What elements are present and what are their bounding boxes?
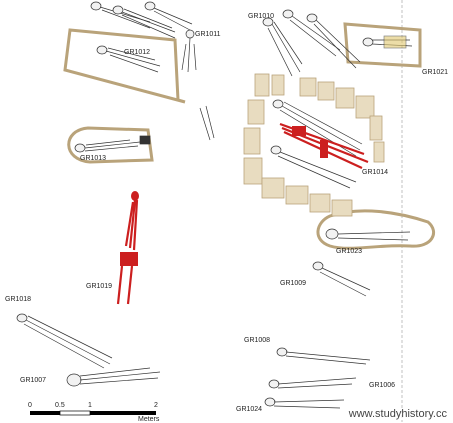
skeleton-gr1018 (16, 313, 113, 369)
label-gr1024: GR1024 (236, 406, 263, 413)
skeleton-gr1009 (312, 261, 371, 297)
bones-small (199, 105, 215, 141)
scale-unit: Meters (138, 416, 160, 423)
stone-slab (299, 77, 317, 97)
skeleton-tr-3 (306, 13, 361, 69)
label-gr1023: GR1023 (336, 248, 363, 255)
stone-slab (243, 157, 263, 185)
stone-slab (285, 185, 309, 205)
scale-tick-1: 1 (88, 402, 92, 409)
stone-settings (63, 22, 435, 250)
stone-slab (335, 87, 355, 109)
skeleton-gr1021 (362, 35, 413, 49)
label-gr1013: GR1013 (80, 155, 107, 162)
skeleton-top-3 (144, 1, 193, 31)
red-skeleton-gr1014 (279, 122, 369, 169)
stone-slab (309, 193, 331, 213)
skeleton-gr1011 (181, 29, 197, 73)
skeleton-gr1010 (262, 17, 303, 77)
stone-slab (331, 199, 353, 217)
label-gr1021: GR1021 (422, 69, 449, 76)
stone-slab (369, 115, 383, 141)
scale-bar (30, 410, 156, 416)
scale-tick-05: 0.5 (55, 402, 65, 409)
enclosure-gr1012 (63, 28, 186, 104)
scale-tick-2: 2 (154, 402, 158, 409)
label-gr1014: GR1014 (362, 169, 389, 176)
stone-slab (271, 74, 285, 96)
skeleton-gr1013 (74, 135, 151, 153)
skeleton-gr1007 (66, 367, 161, 387)
label-gr1006: GR1006 (369, 382, 396, 389)
scale-segment-3 (90, 411, 156, 415)
stone-slab (261, 177, 285, 199)
highlighted-skeletons (116, 122, 369, 305)
stone-slab (247, 99, 265, 125)
label-gr1007: GR1007 (20, 377, 47, 384)
stone-slab (373, 141, 385, 163)
scale-tick-0: 0 (28, 402, 32, 409)
label-gr1010: GR1010 (248, 13, 275, 20)
skeleton-gr1024 (264, 397, 345, 409)
label-gr1008: GR1008 (244, 337, 271, 344)
skeleton-gr1006 (268, 377, 357, 389)
enclosure-gr1021 (343, 22, 422, 68)
enclosure-gr1013 (67, 126, 154, 164)
skeleton-gr1012 (96, 45, 161, 73)
skeleton-tr-2 (282, 9, 341, 57)
skeleton-gr1023 (325, 228, 411, 241)
skeleton-gr1014-stack (270, 99, 363, 189)
label-gr1011: GR1011 (195, 31, 221, 38)
stone-slab (355, 95, 375, 119)
watermark: www.studyhistory.cc (346, 408, 449, 420)
stone-slab (317, 81, 335, 101)
scale-segment-2 (59, 410, 91, 416)
label-gr1019: GR1019 (86, 283, 113, 290)
label-gr1012: GR1012 (124, 49, 151, 56)
skeletons (16, 1, 413, 409)
stone-slab (243, 127, 261, 155)
enclosure-gr1023 (316, 209, 435, 250)
skeleton-top-2 (112, 5, 176, 39)
label-gr1018: GR1018 (5, 296, 32, 303)
skeleton-gr1008 (276, 347, 371, 365)
scale-segment-1 (30, 411, 60, 415)
red-skeleton-gr1019 (116, 191, 139, 305)
stone-slab (254, 73, 270, 97)
skeleton-top-1 (90, 1, 151, 29)
label-gr1009: GR1009 (280, 280, 307, 287)
